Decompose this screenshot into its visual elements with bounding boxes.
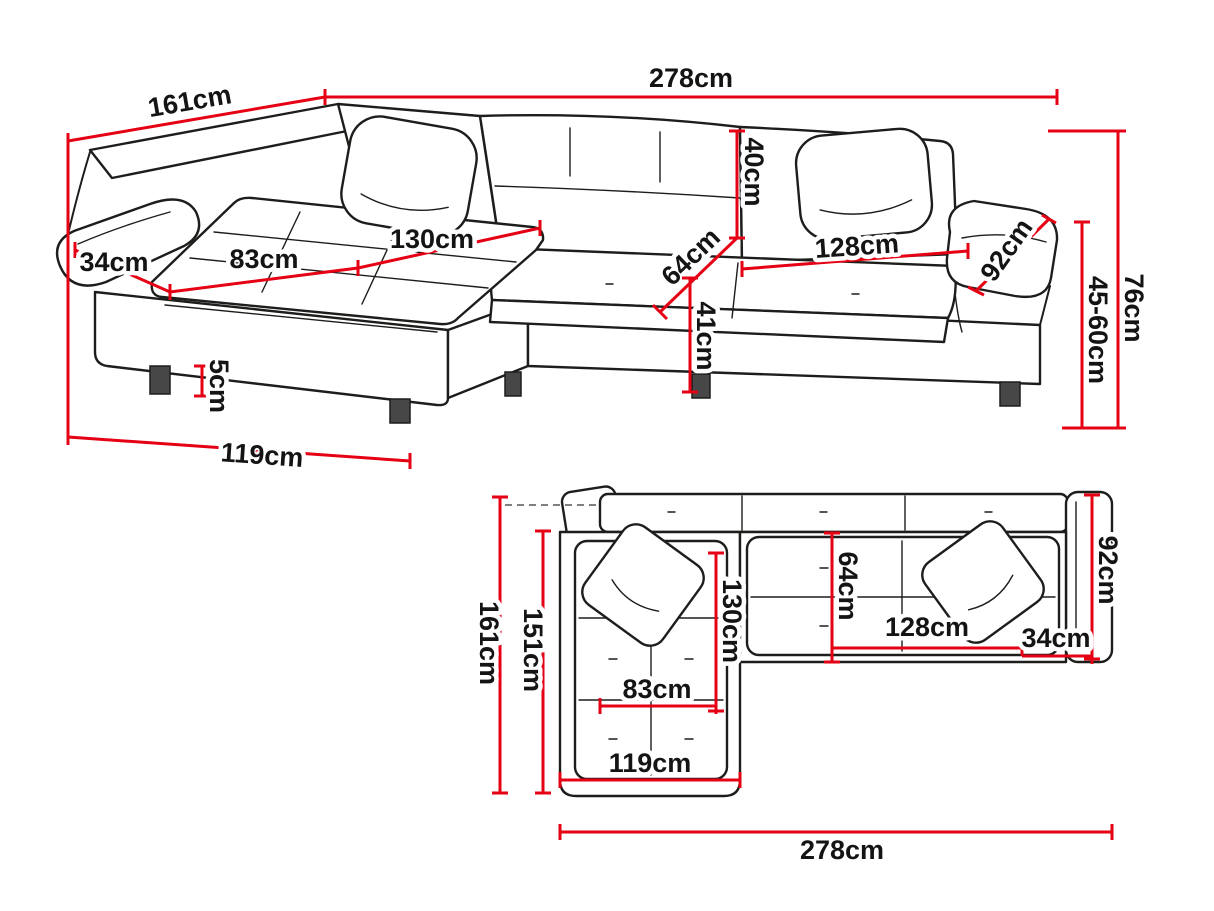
dim-line-34-top bbox=[1022, 648, 1094, 664]
pillow-left bbox=[340, 115, 478, 237]
pillow-right bbox=[794, 127, 934, 241]
top-pillow-right bbox=[921, 520, 1045, 644]
dim-label-278: 278cm bbox=[649, 63, 733, 93]
dim-back-cushion-height-perspective: 40cm bbox=[729, 129, 773, 240]
base-right-edge bbox=[1039, 285, 1051, 326]
dim-label-130: 130cm bbox=[390, 224, 474, 254]
pillow-right-body bbox=[794, 127, 934, 241]
left-armrest-crease bbox=[77, 211, 171, 245]
sofa-leg bbox=[389, 398, 411, 424]
dim-label-161-top: 161cm bbox=[474, 601, 504, 685]
dim-total-width-perspective: 278cm bbox=[323, 59, 1059, 105]
chaise-front-contour bbox=[164, 304, 438, 333]
dim-line-161-top bbox=[492, 495, 508, 795]
dim-label-92-top: 92cm bbox=[1093, 535, 1123, 604]
dim-line-119-top bbox=[558, 772, 742, 788]
right-armrest-foot-line bbox=[954, 292, 963, 333]
dim-label-41: 41cm bbox=[691, 301, 721, 370]
dim-line-41 bbox=[682, 276, 698, 394]
dim-total-depth-top: 161cm bbox=[469, 495, 508, 795]
dim-label-40: 40cm bbox=[739, 137, 769, 206]
dim-armrest-width-top: 34cm bbox=[1017, 619, 1095, 664]
dim-label-83: 83cm bbox=[229, 244, 298, 274]
left-armrest bbox=[55, 198, 201, 287]
sofa-perspective-drawing bbox=[55, 102, 1059, 424]
dim-label-83-top: 83cm bbox=[622, 674, 691, 704]
seat-cushion-split-crease bbox=[731, 262, 739, 319]
top-pillow-left-crease bbox=[611, 579, 660, 612]
perspective-dimensions: 278cm 161cm 119cm 34cm 83cm 130cm 40cm bbox=[66, 59, 1153, 477]
dim-chaise-width-perspective: 119cm bbox=[66, 429, 412, 477]
sofa-leg bbox=[149, 365, 171, 395]
sofa-leg bbox=[504, 371, 522, 397]
dim-seat-cushion-width-top: 128cm bbox=[832, 608, 1024, 656]
dim-label-119-top: 119cm bbox=[609, 748, 692, 778]
dim-line-83-top bbox=[598, 698, 718, 714]
dim-chaise-chain-perspective: 34cm 83cm 130cm bbox=[73, 220, 542, 300]
dim-total-width-top: 278cm bbox=[558, 824, 1114, 870]
chaise-cushion-crease-b bbox=[213, 231, 517, 263]
dim-label-34: 34cm bbox=[79, 247, 148, 277]
chaise-cushion-crease-a bbox=[189, 257, 489, 289]
dim-chaise-cushion-width-top: 83cm bbox=[598, 670, 718, 714]
perspective-view: 278cm 161cm 119cm 34cm 83cm 130cm 40cm bbox=[55, 59, 1153, 477]
dim-line-128 bbox=[740, 243, 970, 277]
dim-label-45-60: 45-60cm bbox=[1083, 276, 1113, 384]
pillow-left-crease bbox=[360, 193, 449, 212]
dim-label-128: 128cm bbox=[814, 228, 900, 264]
dim-line-76 bbox=[1048, 129, 1126, 430]
dim-label-161: 161cm bbox=[146, 79, 234, 123]
dim-armrest-depth-top: 92cm bbox=[1084, 493, 1127, 661]
pillow-right-crease bbox=[819, 199, 913, 215]
dim-line-151-top bbox=[535, 529, 551, 795]
top-pillow-left bbox=[581, 523, 705, 647]
top-view-dimensions: 161cm 151cm 130cm 64cm 92cm 128cm bbox=[469, 493, 1127, 870]
backrest-middle bbox=[478, 113, 744, 264]
dim-line-5 bbox=[194, 364, 210, 398]
dim-line-92 bbox=[967, 213, 1057, 297]
right-armrest bbox=[945, 199, 1059, 299]
dim-total-height-perspective: 76cm bbox=[1048, 129, 1153, 430]
backrest-middle-crease bbox=[494, 185, 741, 199]
dim-line-128-top bbox=[832, 640, 1024, 656]
pillow-left-body bbox=[340, 115, 478, 237]
top-pillow-right-body bbox=[921, 520, 1045, 644]
dim-label-76: 76cm bbox=[1119, 273, 1149, 342]
top-pillow-right-crease bbox=[967, 574, 1014, 611]
dim-line-64-top bbox=[824, 531, 840, 664]
top-view: 161cm 151cm 130cm 64cm 92cm 128cm bbox=[469, 485, 1127, 870]
dim-line-34-83-130 bbox=[73, 220, 542, 300]
dim-line-278-top bbox=[558, 824, 1114, 840]
top-pillow-left-body bbox=[581, 523, 705, 647]
dim-label-5: 5cm bbox=[204, 359, 234, 413]
dim-chaise-cushion-length-top: 130cm bbox=[708, 551, 751, 713]
dim-inner-depth-top: 151cm bbox=[513, 529, 552, 795]
dim-label-278-top: 278cm bbox=[800, 835, 884, 865]
dim-seat-height-perspective: 41cm bbox=[682, 276, 725, 394]
dim-label-34-top: 34cm bbox=[1021, 623, 1090, 653]
sofa-top-drawing bbox=[505, 485, 1114, 798]
dim-line-119 bbox=[66, 429, 412, 469]
dim-label-64-top: 64cm bbox=[833, 551, 863, 620]
dim-chaise-width-top: 119cm bbox=[558, 744, 742, 788]
dim-label-119: 119cm bbox=[220, 437, 304, 473]
dim-backrest-height-range-perspective: 45-60cm bbox=[1074, 220, 1117, 428]
seat-cushions-front-face bbox=[488, 298, 950, 344]
dim-leg-height-perspective: 5cm bbox=[194, 354, 238, 418]
sofa-leg bbox=[999, 381, 1021, 407]
dim-line-64 bbox=[651, 236, 739, 321]
dim-label-151-top: 151cm bbox=[518, 608, 548, 692]
base-chaise-front bbox=[93, 290, 450, 407]
dim-line-45-60 bbox=[1074, 220, 1090, 428]
right-armrest-crease bbox=[961, 234, 1047, 243]
dim-label-130-top: 130cm bbox=[717, 579, 747, 663]
sofa-leg bbox=[691, 373, 711, 399]
dim-seat-depth-top: 64cm bbox=[824, 531, 867, 664]
dim-label-128-top: 128cm bbox=[885, 612, 969, 642]
